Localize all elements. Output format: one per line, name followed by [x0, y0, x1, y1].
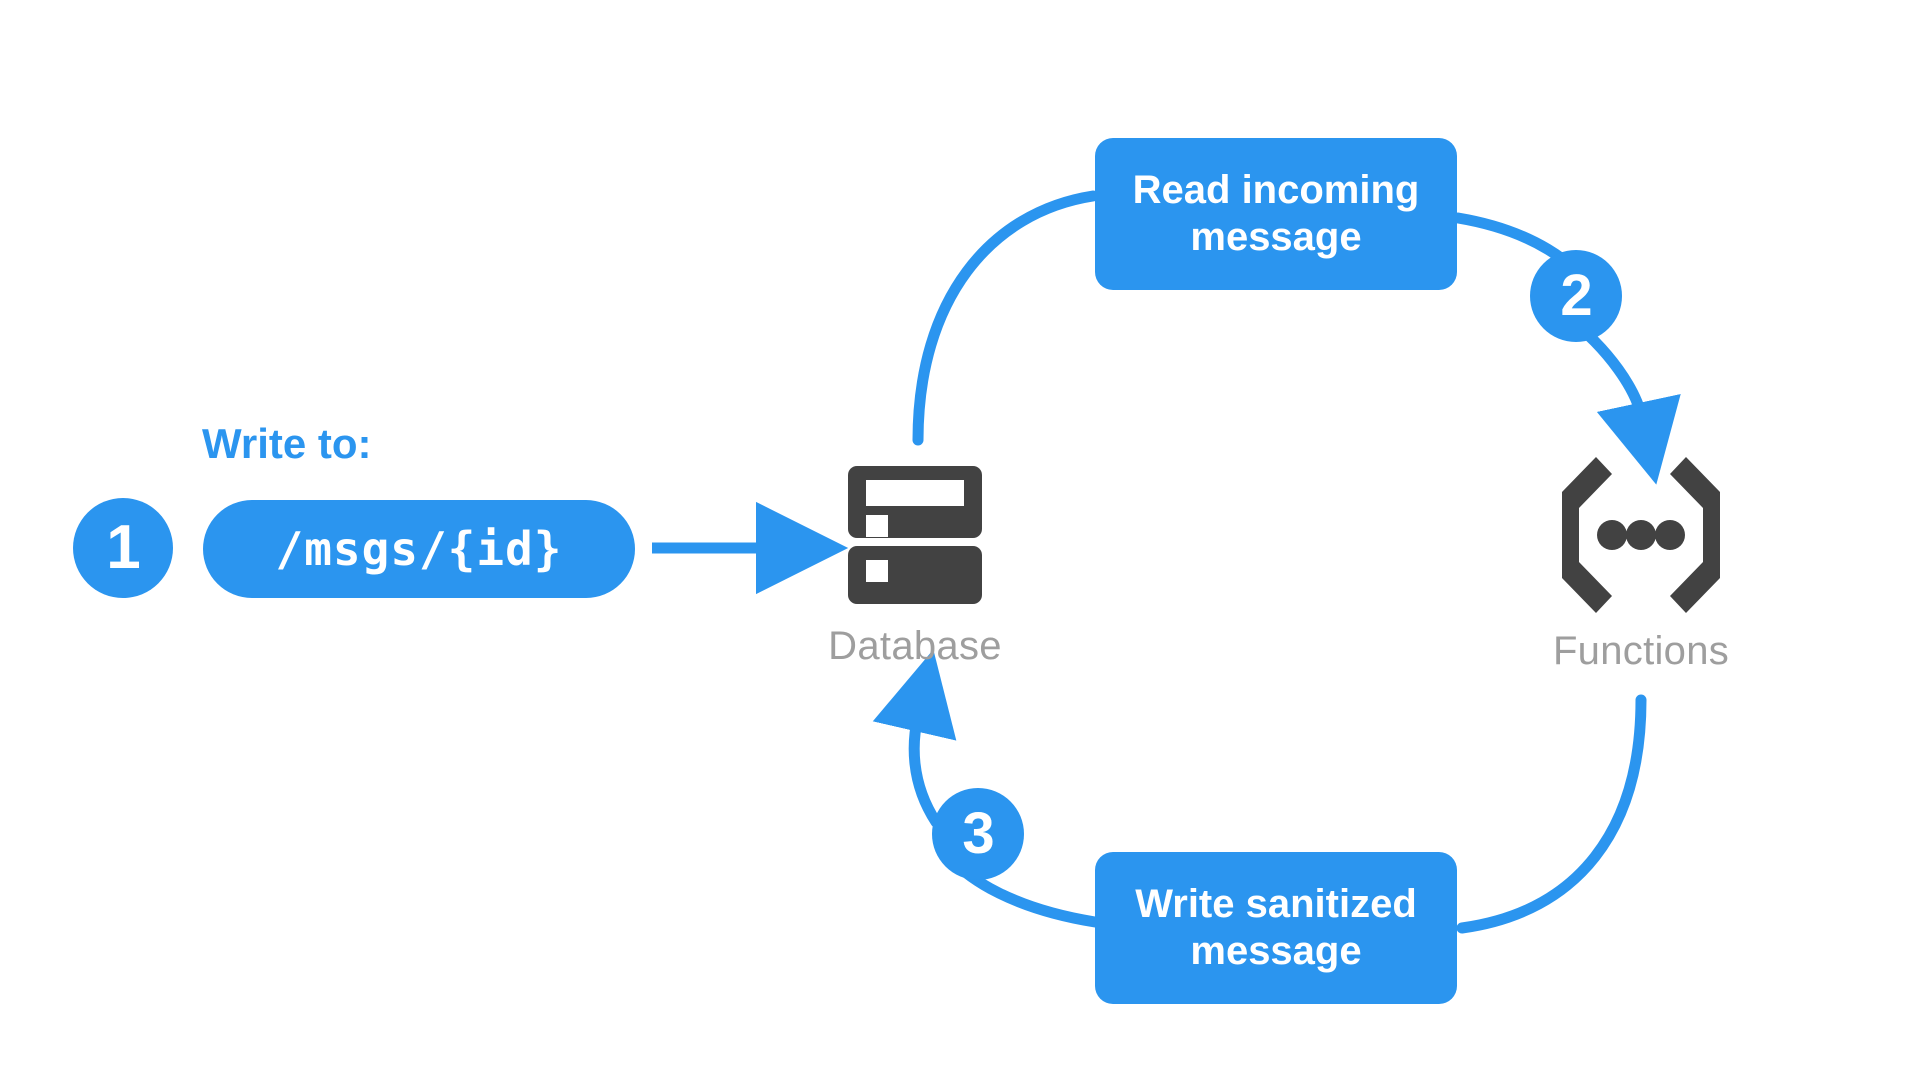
- database-icon: [840, 460, 990, 610]
- action-line-2: message: [1190, 929, 1362, 973]
- connector-database-to-read-box: [912, 190, 1099, 446]
- action-line-1: Read incoming: [1132, 167, 1420, 212]
- node-functions[interactable]: Functions: [1516, 455, 1766, 674]
- step-badge-3: 3: [932, 788, 1024, 880]
- node-label-functions: Functions: [1552, 629, 1730, 673]
- step-badge-2: 2: [1530, 250, 1622, 342]
- connector-functions-to-write-box: [1456, 694, 1647, 934]
- step-badge-1: 1: [73, 498, 173, 598]
- action-line-2: message: [1190, 215, 1362, 259]
- node-database[interactable]: Database: [790, 460, 1040, 669]
- functions-brackets-icon: [1546, 455, 1736, 615]
- action-box-write-sanitized[interactable]: Write sanitized message: [1095, 852, 1457, 1004]
- action-line-1: Write sanitized: [1135, 881, 1417, 926]
- action-box-read-incoming-text: Read incoming message: [1133, 167, 1420, 261]
- database-path-pill[interactable]: /msgs/{id}: [203, 500, 635, 598]
- action-box-write-sanitized-text: Write sanitized message: [1135, 881, 1417, 975]
- action-box-read-incoming[interactable]: Read incoming message: [1095, 138, 1457, 290]
- write-to-label: Write to:: [202, 420, 372, 467]
- node-label-database: Database: [828, 624, 1002, 668]
